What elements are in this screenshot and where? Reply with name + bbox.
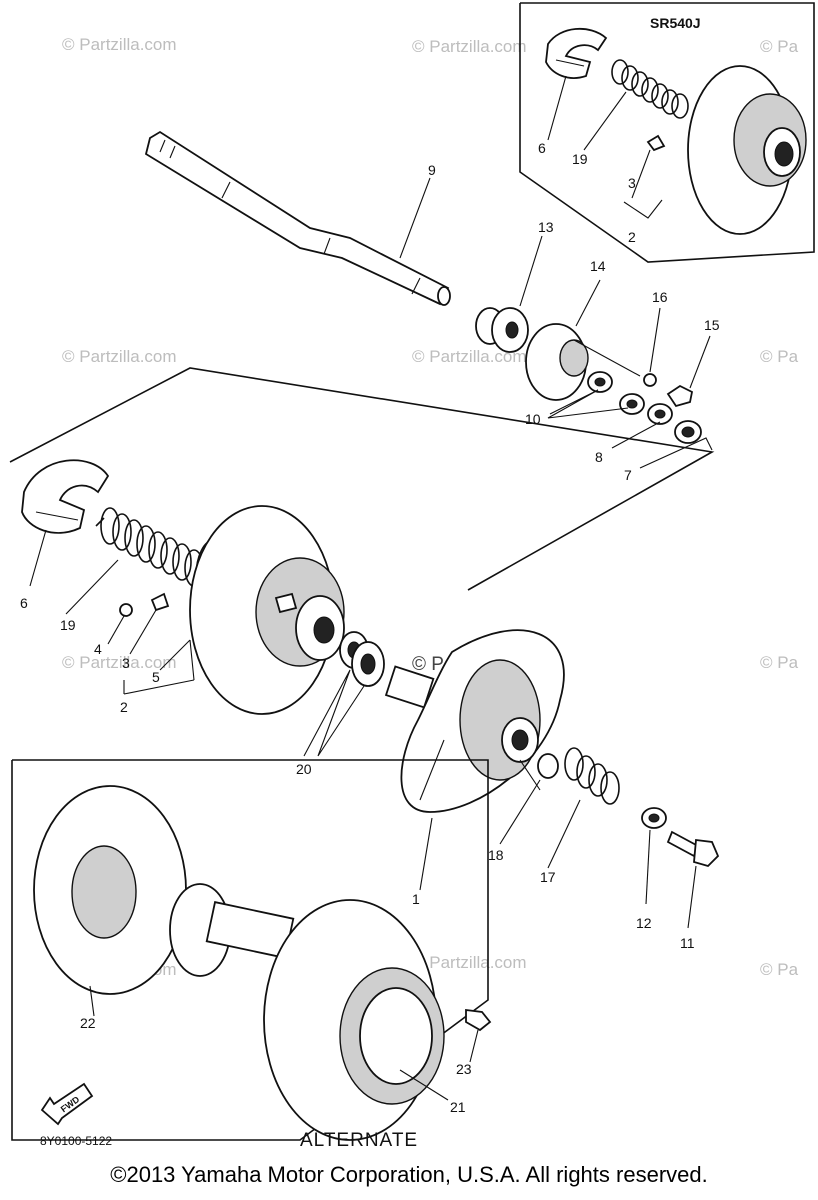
callout-16: 16 [652,289,668,305]
part-6-cam: 6 [20,459,110,611]
callout-8: 8 [595,449,603,465]
weight-parts: 4 3 5 2 [94,592,195,715]
alternate-inset: 22 23 21 ALTERNATE [11,759,492,1151]
part-14-holder: 14 [525,258,641,401]
callout-15: 15 [704,317,720,333]
callout-6: 6 [538,140,546,156]
forward-arrow-icon: FWD [40,1082,94,1126]
watermark: © Partzilla.com [412,347,527,366]
part-1-sheave: 1 [384,629,565,907]
callout-9: 9 [428,162,436,178]
callout-2: 2 [120,699,128,715]
assembly-outline [9,367,715,591]
alternate-label: ALTERNATE [300,1130,418,1151]
part-17-18: 18 17 [488,747,620,885]
callout-23: 23 [456,1061,472,1077]
diagram-code: 8Y0100-5122 [40,1134,112,1148]
watermark: © Partzilla.com [412,953,527,972]
callout-13: 13 [538,219,554,235]
variant-label: SR540J [650,15,701,31]
callout-6: 6 [20,595,28,611]
watermark: © Partzilla.com [412,37,527,56]
part-19-spring [95,507,204,587]
callout-17: 17 [540,869,556,885]
part-13-bearing: 13 [475,219,554,353]
callout-2: 2 [628,229,636,245]
callout-11: 11 [680,935,695,951]
part-20-washers: 20 [296,631,385,777]
callout-5: 5 [152,669,160,685]
callout-21: 21 [450,1099,466,1115]
watermark: © Partzilla.com [62,347,177,366]
callout-7: 7 [624,467,632,483]
watermark-clipped: © Pa [760,653,799,672]
primary-sheave [189,505,345,715]
watermark-clipped: © Pa [760,37,799,56]
callout-18: 18 [488,847,504,863]
callout-19: 19 [572,151,588,167]
part-9-shaft: 9 [144,130,451,306]
copyright-notice: ©2013 Yamaha Motor Corporation, U.S.A. A… [110,1162,708,1187]
callout-22: 22 [80,1015,96,1031]
watermark-clipped: © Pa [760,960,799,979]
watermark: © Partzilla.com [62,35,177,54]
callout-3: 3 [628,175,636,191]
callout-12: 12 [636,915,652,931]
watermark: © Partzilla.com [62,653,177,672]
hardware-stack: 16 15 10 8 7 [525,289,720,483]
variant-inset: SR540J 6 19 3 2 [519,2,815,263]
callout-1: 1 [412,891,420,907]
part-11-12: 12 11 [636,807,720,951]
watermark-clipped: © Pa [760,347,799,366]
callout-19: 19 [60,617,76,633]
callout-4: 4 [94,641,102,657]
callout-20: 20 [296,761,312,777]
callout-3: 3 [122,655,130,671]
callout-14: 14 [590,258,606,274]
